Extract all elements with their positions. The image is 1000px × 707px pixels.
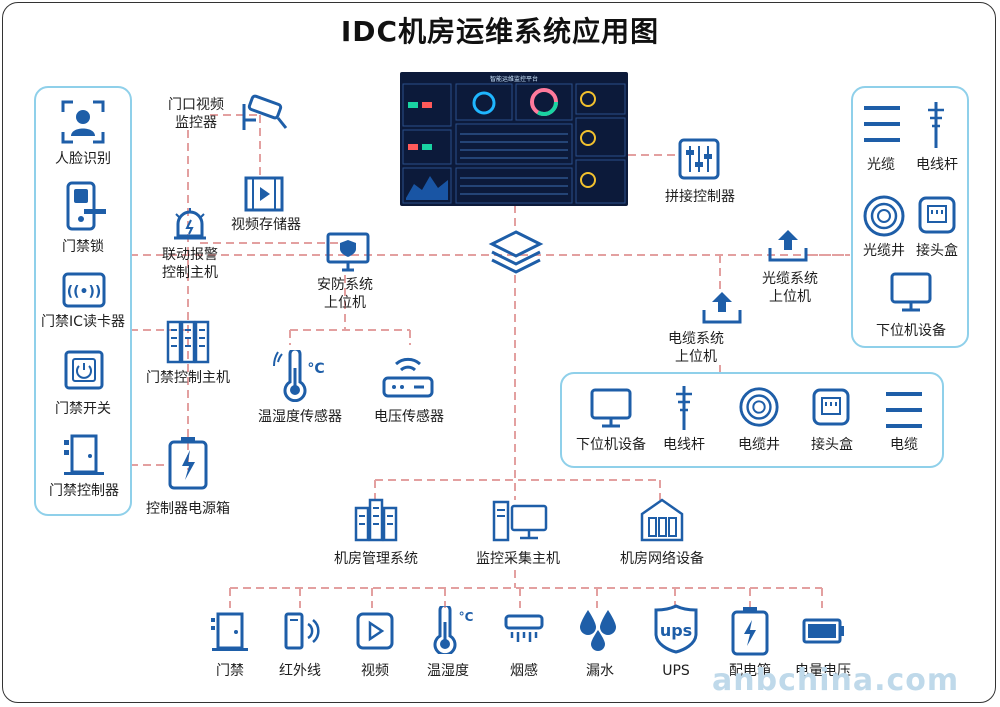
volt-sensor-icon — [382, 357, 434, 398]
pole-mid-icon — [676, 386, 692, 430]
bottom-label-infrared: 红外线 — [279, 663, 321, 679]
door-switch-icon — [64, 350, 104, 390]
door-switch-label: 门禁开关 — [55, 401, 111, 417]
door-camera-label: 门口视频 监控器 — [168, 97, 224, 131]
temp-unit-label: °C — [307, 361, 325, 377]
infrared-icon — [284, 612, 320, 650]
ctrl-power-icon — [168, 437, 208, 490]
bottom-label-door: 门禁 — [216, 663, 244, 679]
video-storage-icon — [244, 176, 284, 212]
alarm-icon — [174, 208, 206, 240]
temp-humidity-icon — [433, 606, 457, 654]
cable-icon — [886, 392, 922, 428]
lower-device-top-icon — [890, 272, 932, 312]
fiber-well-icon — [863, 195, 905, 237]
cable-well-label: 电缆井 — [738, 437, 780, 453]
dashboard-graphic — [402, 83, 626, 204]
junction-top-icon — [918, 196, 956, 234]
cable-label: 电缆 — [890, 437, 918, 453]
pole-top-icon — [928, 102, 944, 148]
cable-device-group — [560, 372, 944, 468]
temp-sensor-icon — [272, 350, 307, 402]
monitor-title: 智能运维监控平台 — [489, 76, 538, 83]
cable-well-icon — [739, 387, 779, 427]
battery-icon — [802, 618, 844, 644]
video-storage-label: 视频存储器 — [231, 217, 301, 233]
temp-sensor-label: 温湿度传感器 — [258, 409, 342, 425]
fiber-host-icon — [768, 230, 808, 262]
ic-reader-icon: ((•)) — [62, 272, 106, 308]
door-controller-icon — [64, 434, 104, 475]
door-icon — [211, 612, 248, 651]
layers-hub-icon — [488, 230, 544, 274]
alarm-host-label: 联动报警 控制主机 — [162, 247, 218, 281]
monitor-host-label: 监控采集主机 — [476, 551, 560, 567]
security-host-label: 安防系统 上位机 — [317, 277, 373, 311]
power-box-icon — [731, 607, 769, 656]
splice-controller-icon — [678, 138, 720, 180]
watermark: anbchina.com — [712, 663, 960, 698]
cable-host-label: 电缆系统 上位机 — [668, 331, 724, 365]
page-title: IDC机房运维系统应用图 — [340, 15, 660, 48]
bottom-label-smoke: 烟感 — [510, 663, 538, 679]
ups-icon-text: ups — [660, 621, 692, 640]
fiber-icon — [864, 106, 900, 142]
pole-mid-label: 电线杆 — [663, 437, 705, 453]
lower-device-mid-label: 下位机设备 — [576, 437, 646, 453]
lower-device-top-label: 下位机设备 — [876, 323, 946, 339]
junction-mid-label: 接头盒 — [811, 437, 853, 453]
ic-reader-label: 门禁IC读卡器 — [41, 314, 125, 330]
pole-top-label: 电线杆 — [916, 157, 958, 173]
bottom-label-video: 视频 — [361, 663, 389, 679]
volt-sensor-label: 电压传感器 — [374, 409, 444, 425]
fiber-label: 光缆 — [867, 157, 895, 173]
junction-top-label: 接头盒 — [916, 243, 958, 259]
fiber-device-group — [851, 86, 969, 348]
ctrl-power-label: 控制器电源箱 — [146, 501, 230, 517]
smoke-icon — [504, 614, 544, 642]
monitor-host-icon — [492, 500, 548, 542]
bottom-label-leak: 漏水 — [586, 663, 614, 679]
room-network-icon — [640, 498, 684, 542]
fiber-host-label: 光缆系统 上位机 — [762, 271, 818, 305]
door-lock-label: 门禁锁 — [62, 239, 104, 255]
room-mgmt-label: 机房管理系统 — [334, 551, 418, 567]
door-lock-icon — [66, 181, 106, 231]
room-network-label: 机房网络设备 — [620, 551, 704, 567]
door-controller-label: 门禁控制器 — [49, 483, 119, 499]
room-mgmt-icon — [354, 498, 398, 542]
water-leak-icon — [580, 610, 616, 651]
fiber-well-label: 光缆井 — [863, 243, 905, 259]
svg-text:((•)): ((•)) — [67, 284, 102, 300]
monitor-platform-screen[interactable]: 智能运维监控平台 — [400, 72, 628, 206]
bottom-label-power-box: 配电箱 — [729, 663, 771, 679]
access-host-label: 门禁控制主机 — [146, 370, 230, 386]
access-host-icon — [166, 320, 210, 364]
lower-device-mid-icon — [590, 388, 632, 428]
bottom-label-battery: 电量电压 — [795, 663, 851, 679]
ups-icon: ups — [654, 604, 698, 654]
junction-mid-icon — [812, 388, 850, 426]
bottom-label-ups: UPS — [662, 663, 690, 679]
security-host-icon — [326, 232, 370, 272]
video-icon — [356, 612, 394, 650]
cable-host-icon — [702, 292, 742, 324]
face-id-label: 人脸识别 — [55, 151, 111, 167]
splice-controller-label: 拼接控制器 — [665, 189, 735, 205]
face-id-icon — [61, 100, 105, 144]
bottom-label-temp: 温湿度 — [427, 663, 469, 679]
access-device-group — [34, 86, 132, 516]
bottom-temp-unit: °C — [458, 610, 474, 624]
camera-icon — [242, 94, 288, 130]
